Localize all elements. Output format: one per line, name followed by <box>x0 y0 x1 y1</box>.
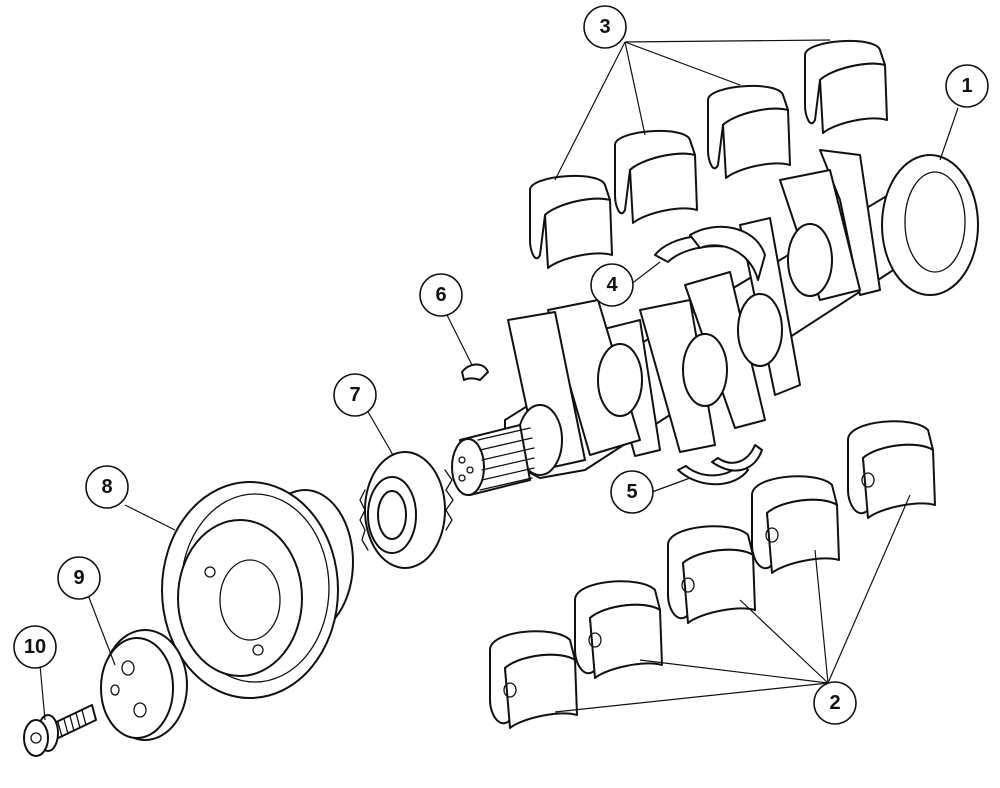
lower-bearing-shell <box>489 630 578 729</box>
crankshaft-pulley <box>161 481 354 699</box>
callout-5: 5 <box>610 470 654 514</box>
crankshaft-gear <box>359 451 454 569</box>
upper-thrust-washers <box>654 225 766 281</box>
callout-label: 1 <box>961 75 972 97</box>
callout-label: 10 <box>24 636 46 658</box>
upper-bearing-shell <box>804 40 888 134</box>
upper-bearing-shells <box>529 40 888 269</box>
washer-plate <box>100 629 188 741</box>
upper-bearing-shell <box>529 175 613 269</box>
lower-bearing-shell <box>751 475 840 574</box>
upper-bearing-shell <box>614 130 698 224</box>
callout-10: 10 <box>13 625 57 669</box>
callout-label: 7 <box>349 384 360 406</box>
pulley-bolt <box>23 704 97 757</box>
callout-7: 7 <box>333 373 377 417</box>
lower-thrust-washers <box>677 444 763 486</box>
callout-8: 8 <box>85 465 129 509</box>
lower-bearing-shell <box>847 420 936 519</box>
callout-1: 1 <box>945 64 989 108</box>
callout-label: 3 <box>599 16 610 38</box>
upper-bearing-shell <box>707 85 791 179</box>
callout-3: 3 <box>583 5 627 49</box>
woodruff-key <box>461 363 489 381</box>
lower-bearing-shell <box>667 525 756 624</box>
leader-lines <box>39 39 959 721</box>
callout-6: 6 <box>419 273 463 317</box>
callout-label: 9 <box>73 567 84 589</box>
callout-9: 9 <box>57 556 101 600</box>
callout-label: 4 <box>606 274 618 296</box>
callout-4: 4 <box>590 263 634 307</box>
crankshaft <box>451 149 979 496</box>
lower-bearing-shell <box>574 580 663 679</box>
callout-label: 2 <box>829 692 840 714</box>
callout-label: 5 <box>626 481 637 503</box>
callout-label: 6 <box>435 284 446 306</box>
callout-2: 2 <box>813 681 857 725</box>
lower-bearing-shells <box>489 420 936 729</box>
callout-label: 8 <box>101 476 112 498</box>
